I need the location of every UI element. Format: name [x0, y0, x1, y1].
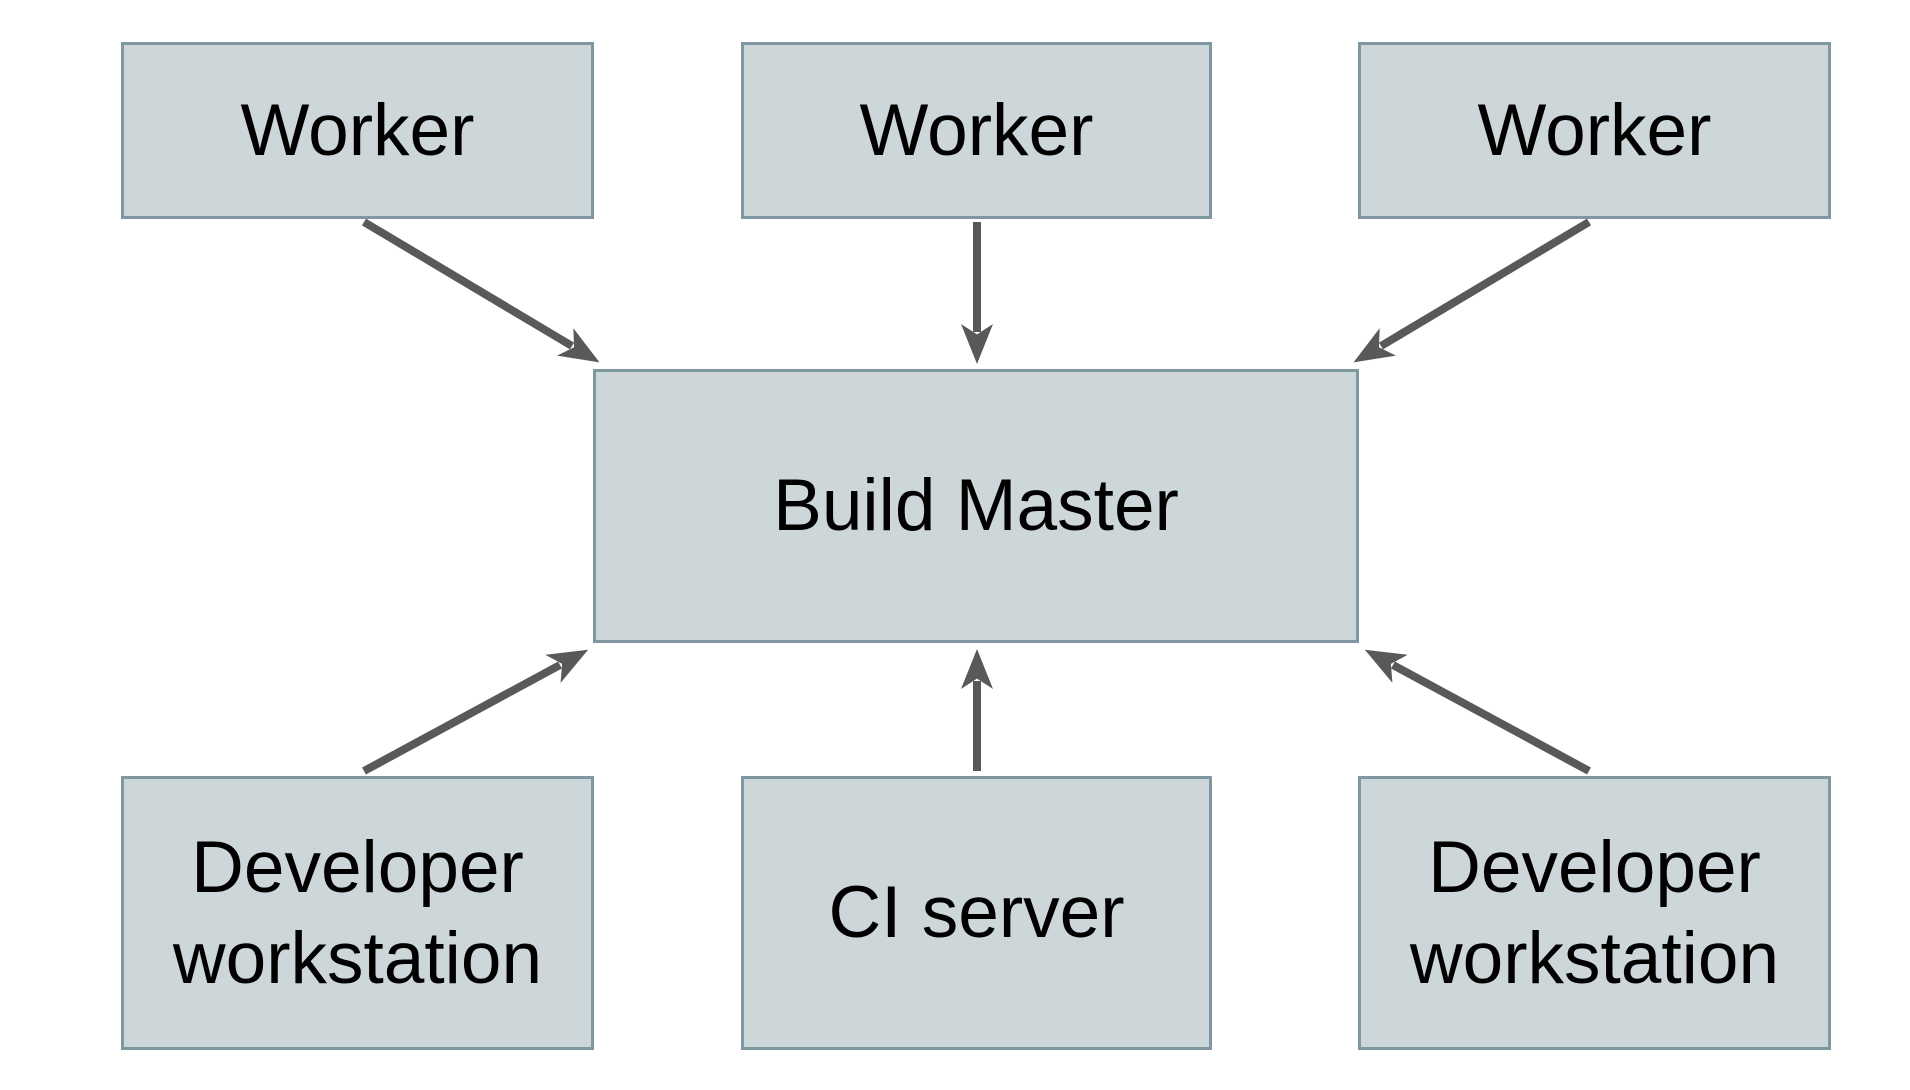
node-build-master: Build Master — [593, 369, 1359, 643]
node-worker-3-label: Worker — [1477, 89, 1712, 171]
arrow-worker-3-to-build-master — [1353, 218, 1592, 363]
node-developer-workstation-right-label: Developer workstation — [1409, 826, 1780, 999]
arrow-worker-1-to-build-master — [361, 218, 600, 363]
node-developer-workstation-right: Developer workstation — [1358, 776, 1831, 1050]
arrow-developer-workstation-right-to-build-master — [1364, 649, 1591, 775]
node-developer-workstation-left: Developer workstation — [121, 776, 594, 1050]
node-ci-server-label: CI server — [828, 872, 1125, 954]
node-worker-3: Worker — [1358, 42, 1831, 219]
node-build-master-label: Build Master — [773, 465, 1179, 547]
node-worker-1-label: Worker — [240, 89, 475, 171]
node-worker-2: Worker — [741, 42, 1212, 219]
node-worker-1: Worker — [121, 42, 594, 219]
node-worker-2-label: Worker — [859, 89, 1094, 171]
node-developer-workstation-left-label: Developer workstation — [172, 826, 543, 999]
node-ci-server: CI server — [741, 776, 1212, 1050]
arrow-developer-workstation-left-to-build-master — [362, 649, 589, 775]
